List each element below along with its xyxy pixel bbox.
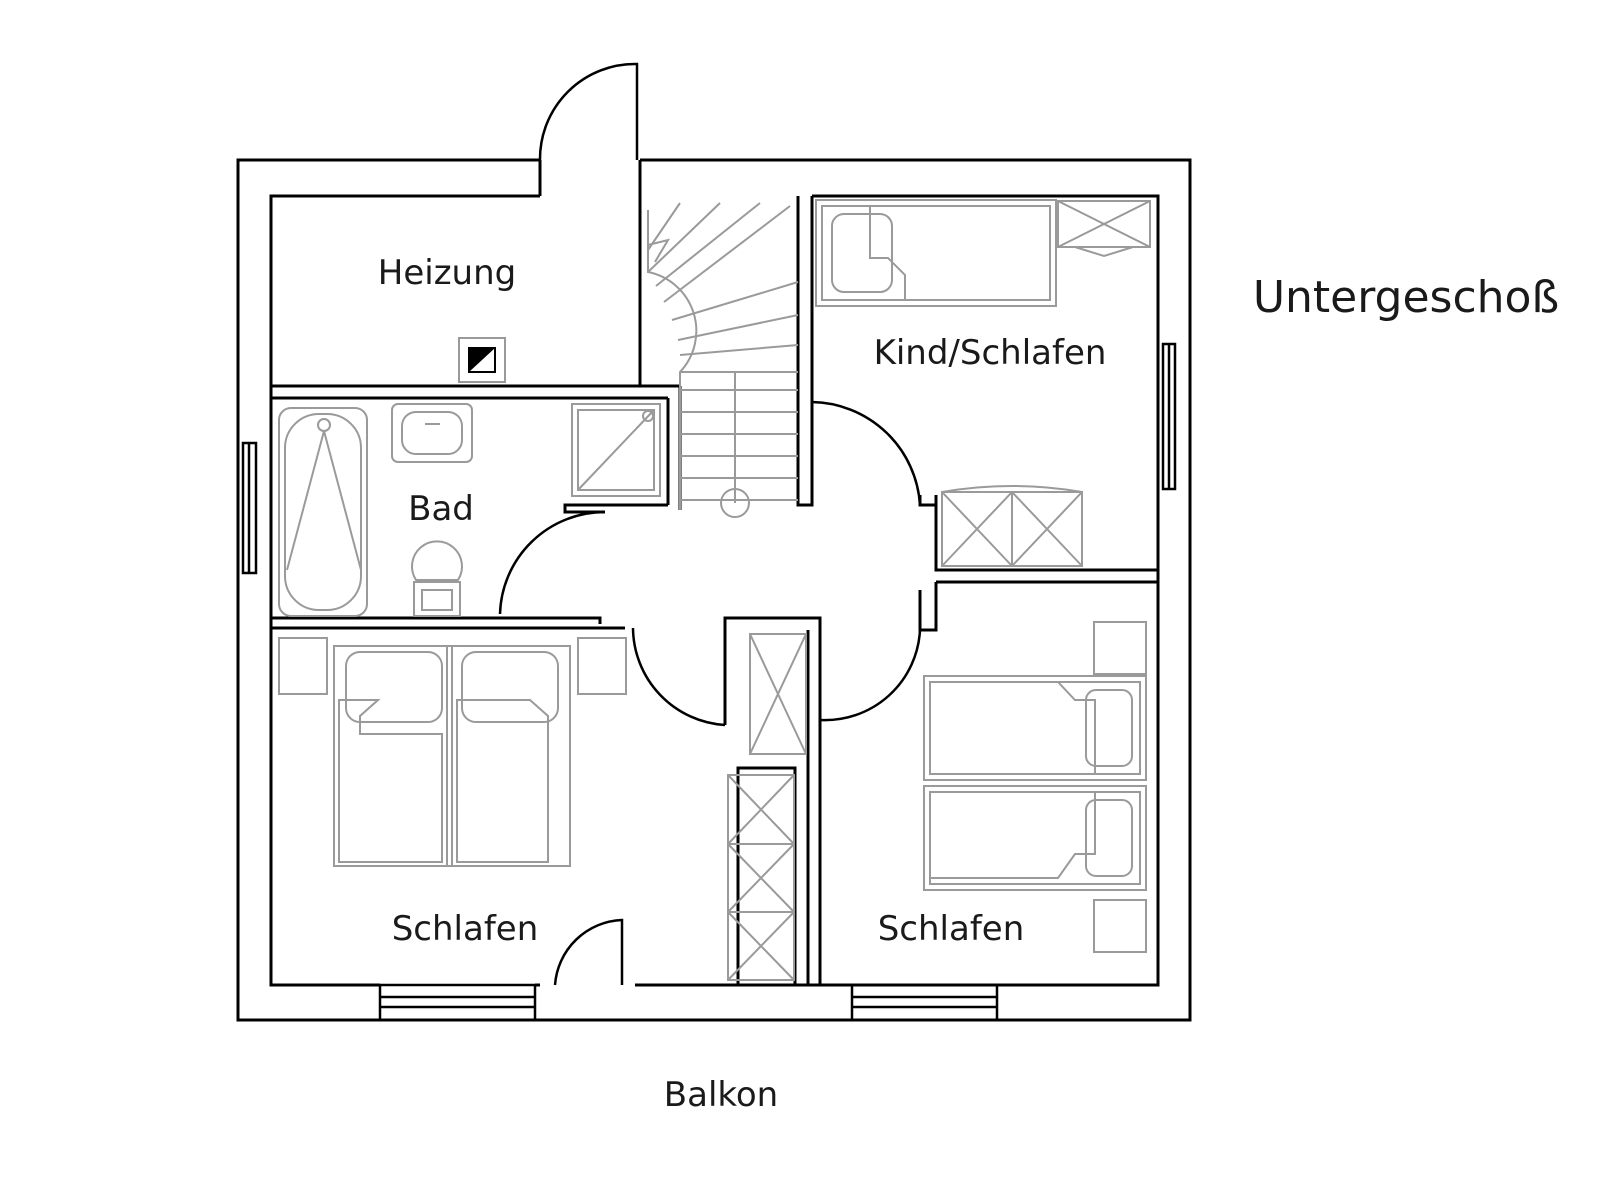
- floor-title: Untergeschoß: [1253, 272, 1559, 323]
- closet-lower: [727, 774, 795, 981]
- wardrobe-kind: [941, 485, 1083, 567]
- cabinet-kind-top: [1057, 200, 1151, 258]
- room-label-kind-schlafen: Kind/Schlafen: [874, 333, 1107, 373]
- nightstand-left-1: [278, 637, 328, 695]
- sink: [391, 403, 473, 463]
- doors: [498, 62, 922, 986]
- furniture: [278, 199, 1151, 981]
- toilet: [411, 540, 463, 617]
- shower: [571, 403, 661, 497]
- twin-beds-right: [923, 675, 1147, 891]
- double-bed: [333, 645, 571, 867]
- windows: [241, 342, 1177, 1022]
- single-bed-kind: [815, 199, 1057, 307]
- nightstand-right-2: [1093, 899, 1147, 953]
- room-label-schlafen-left: Schlafen: [392, 909, 539, 949]
- closet-upper: [749, 633, 807, 755]
- nightstand-right-1: [1093, 621, 1147, 675]
- nightstand-left-2: [577, 637, 627, 695]
- bathtub: [278, 407, 368, 617]
- chimney-symbol: [458, 337, 506, 383]
- room-label-schlafen-right: Schlafen: [878, 909, 1025, 949]
- staircase: [647, 202, 799, 518]
- room-label-heizung: Heizung: [378, 253, 516, 293]
- room-label-bad: Bad: [408, 489, 474, 529]
- room-label-balkon: Balkon: [664, 1075, 778, 1115]
